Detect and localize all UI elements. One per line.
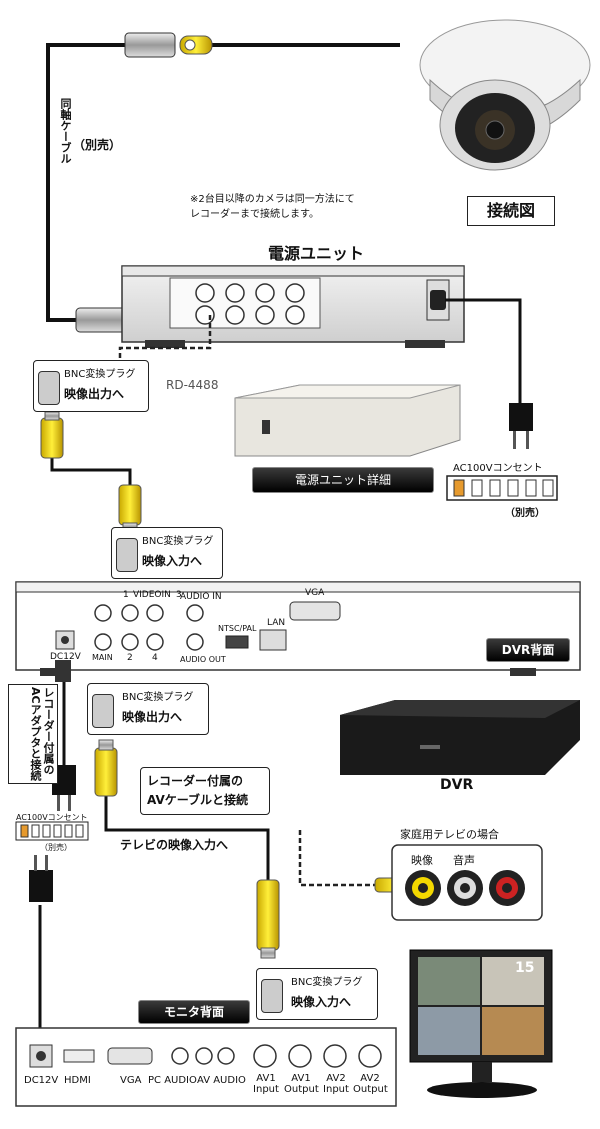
coax-label: 同軸ケーブル [59,98,72,164]
ac-outlet-sold-2: （別売） [40,843,72,852]
monitor-av2-output-label: AV2 Output [353,1073,388,1095]
ac-outlet-sold-1: （別売） [505,508,545,519]
tv-audio-label: 音声 [453,854,475,867]
dvr-audio-in-label: AUDIO IN [180,592,222,602]
home-tv-title: 家庭用テレビの場合 [400,828,499,841]
av2-output-l1: AV2 [360,1073,380,1084]
dashed-link-2 [298,830,380,887]
dvr-bnc-ports [94,604,204,651]
av1-input-l2: Input [253,1084,279,1095]
monitor-power-plug [29,855,53,902]
callout-bnc-video-out-2: BNC変換プラグ 映像出力へ [87,683,209,735]
rca-plug-3 [94,739,118,797]
av1-output-l2: Output [284,1084,319,1095]
dvr-ntsc-label: NTSC/PAL [218,624,257,633]
callout-av-cable: レコーダー付属の AVケーブルと接続 [140,767,270,815]
ac-outlet-label-2: AC100Vコンセント [16,813,88,822]
power-unit-detail-tag: 電源ユニット詳細 [252,467,434,493]
adapter-label: レコーダー付属のACアダプタと接続 [8,684,58,784]
dvr-port-1-label: 1 [123,590,129,600]
rca-cable-2 [104,795,270,880]
tv-jack-panel [391,844,543,921]
callout-4-line-2: 映像入力へ [291,995,352,1009]
av1-output-l1: AV1 [291,1073,311,1084]
dvr-dc12v-label: DC12V [50,652,81,662]
av-cable-line-2: AVケーブルと接続 [147,793,249,807]
monitor-av2-input-label: AV2 Input [322,1073,350,1095]
monitor-hdmi-label: HDMI [64,1075,91,1086]
model-name: RD-4488 [166,378,219,392]
bnc-plug-icon [261,979,283,1013]
callout-1-line-2: 映像出力へ [64,387,125,401]
av-cable-line-1: レコーダー付属の [147,774,244,788]
coax-cable [46,43,125,322]
monitor-av1-input-label: AV1 Input [252,1073,280,1095]
power-unit-title: 電源ユニット [268,244,365,263]
dvr-port-2-label: 2 [127,653,133,663]
monitor-av1-output-label: AV1 Output [284,1073,319,1095]
diagram-title: 接続図 [467,196,555,226]
av2-input-l2: Input [323,1084,349,1095]
dvr-lan-label: LAN [267,618,286,628]
dvr-main-label: MAIN [92,653,113,662]
av2-output-l2: Output [353,1084,388,1095]
av2-input-l1: AV2 [326,1073,346,1084]
rca-plug-2 [118,484,142,532]
dvr-port-4-label: 4 [152,653,158,663]
dvr-port-3-label: 3 [176,590,182,600]
rca-cable-1 [50,455,132,490]
dvr-vga-port [289,601,341,621]
callout-3-line-1: BNC変換プラグ [122,692,194,703]
tv-video-label: 映像 [411,854,433,867]
dvr-videoin-label: VIDEOIN [133,590,171,600]
outlet-strip-2 [15,821,89,841]
power-unit-bnc-ports [195,283,305,325]
monitor-vga-label: VGA [120,1075,142,1086]
av1-input-l1: AV1 [256,1073,276,1084]
bnc-plug-icon [116,538,138,572]
dvr-rear-tag: DVR背面 [486,638,570,662]
monitor-pc-audio-label: PC AUDIO [148,1075,197,1086]
coax-sold-label: （別売） [73,138,122,152]
coax-connector-top [124,32,213,58]
rca-plug-4 [256,879,280,959]
dvr-photo [340,700,580,775]
power-unit-cord [445,298,522,405]
monitor-dc12v-label: DC12V [24,1075,59,1086]
note-line-1: ※2台目以降のカメラは同一方法にて [190,194,355,205]
ac-outlet-label-1: AC100Vコンセント [453,463,543,474]
dvr-vga-label: VGA [305,588,325,598]
dvr-lan-port [259,629,287,651]
dvr-ntsc-switch [225,635,249,649]
callout-bnc-video-in-monitor: BNC変換プラグ 映像入力へ [256,968,378,1020]
outlet-strip-1 [446,475,558,501]
monitor-av-audio-label: AV AUDIO [197,1075,246,1086]
monitor-photo [409,949,553,1098]
tv-video-in-label: テレビの映像入力へ [120,838,229,852]
ac-plug-1 [509,403,533,449]
monitor-screen-number: 15 [515,960,535,976]
bnc-plug-icon [38,371,60,405]
monitor-rear-tag: モニタ背面 [138,1000,250,1024]
bnc-plug-icon [92,694,114,728]
callout-1-line-1: BNC変換プラグ [64,369,136,380]
coax-connector-bottom [75,307,127,333]
rca-plug-1 [40,411,64,459]
callout-bnc-video-out-1: BNC変換プラグ 映像出力へ [33,360,149,412]
dome-camera [419,19,591,171]
callout-2-line-1: BNC変換プラグ [142,536,214,547]
monitor-rear-panel [15,1027,397,1107]
power-unit-photo [234,384,461,457]
dvr-product-label: DVR [440,777,474,793]
note-line-2: レコーダーまで接続します。 [190,209,319,220]
callout-bnc-video-in-dvr: BNC変換プラグ 映像入力へ [111,527,223,579]
callout-4-line-1: BNC変換プラグ [291,977,363,988]
dvr-audio-out-label: AUDIO OUT [180,655,226,664]
callout-2-line-2: 映像入力へ [142,554,203,568]
callout-3-line-2: 映像出力へ [122,710,183,724]
